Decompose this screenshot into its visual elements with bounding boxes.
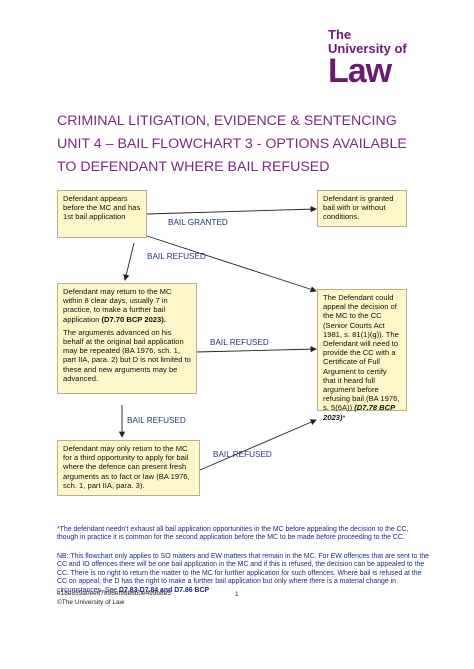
- return-mc-reference: (D7.70 BCP 2023).: [101, 314, 166, 324]
- footnote-nb: NB: This flowchart only applies to SO ma…: [57, 553, 430, 595]
- box-third-opportunity: Defendant may only return to the MC for …: [57, 440, 200, 496]
- box-appeal-to-cc: The Defendant could appeal the decision …: [317, 289, 407, 422]
- return-mc-paragraph-2: The arguments advanced on his behalf at …: [63, 327, 191, 383]
- footnote-star: *The defendant needn't exhaust all bail …: [57, 526, 409, 542]
- arrow-return-to-appeal: [195, 345, 317, 353]
- university-logo: The University of Law: [328, 27, 407, 90]
- title-line-2: UNIT 4 – BAIL FLOWCHART 3 - OPTIONS AVAI…: [57, 136, 407, 152]
- appeal-cc-star: *: [342, 412, 346, 422]
- box-first-application-text: Defendant appears before the MC and has …: [63, 194, 141, 222]
- label-bail-refused-1: BAIL REFUSED: [147, 252, 206, 261]
- box-bail-granted: Defendant is granted bail with or withou…: [317, 190, 407, 227]
- label-bail-refused-4: BAIL REFUSED: [213, 450, 272, 459]
- copyright: ©The University of Law: [57, 599, 125, 606]
- title-line-1: CRIMINAL LITIGATION, EVIDENCE & SENTENCI…: [57, 113, 397, 129]
- box-bail-granted-text: Defendant is granted bail with or withou…: [323, 194, 394, 222]
- arrow-granted: [146, 206, 317, 215]
- box-return-to-mc: Defendant may return to the MC within 8 …: [57, 283, 197, 394]
- arrow-third-to-appeal: [199, 419, 317, 471]
- arrow-refused-to-appeal-1: [146, 235, 317, 293]
- box-first-application: Defendant appears before the MC and has …: [57, 190, 147, 238]
- return-mc-paragraph-1: Defendant may return to the MC within 8 …: [63, 287, 172, 324]
- document-code: e18e859a0ee67896ef98e6b0e499b8e5: [57, 590, 171, 597]
- label-bail-refused-3: BAIL REFUSED: [127, 416, 186, 425]
- appeal-cc-reference: (D7.78 BCP 2023): [323, 403, 395, 422]
- third-opportunity-text: Defendant may only return to the MC for …: [63, 444, 190, 490]
- logo-line-1: The: [328, 27, 352, 42]
- label-bail-granted: BAIL GRANTED: [168, 218, 228, 227]
- logo-line-2: University of: [328, 41, 407, 56]
- footnote-nb-text: NB: This flowchart only applies to SO ma…: [57, 553, 429, 594]
- label-bail-refused-2: BAIL REFUSED: [210, 338, 269, 347]
- footnote-nb-reference: D7.83-D7.84 and D7.86 BCP: [119, 586, 210, 594]
- page-number: 1: [235, 591, 239, 598]
- arrow-refused-to-return: [123, 242, 135, 281]
- logo-line-3: Law: [328, 52, 392, 90]
- appeal-cc-text: The Defendant could appeal the decision …: [323, 293, 400, 413]
- title-line-3: TO DEFENDANT WHERE BAIL REFUSED: [57, 159, 330, 175]
